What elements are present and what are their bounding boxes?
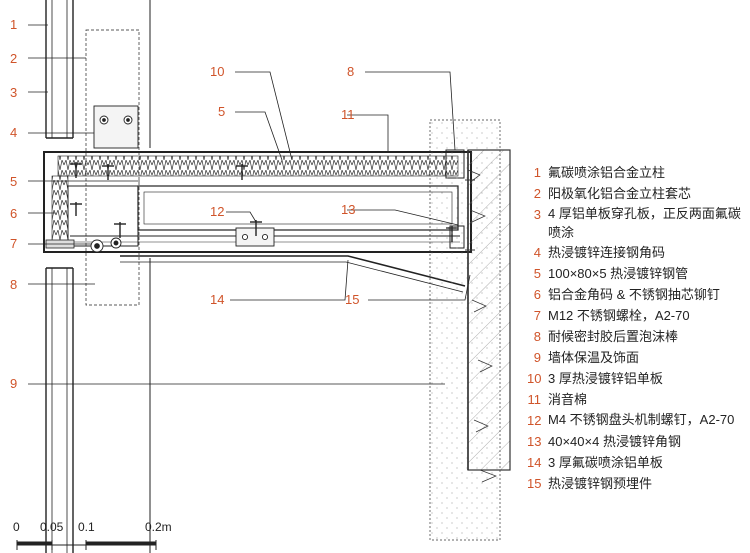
callout-7: 7 (10, 236, 17, 251)
legend-num: 4 (533, 245, 541, 260)
callout-2: 2 (10, 51, 17, 66)
legend-num: 13 (527, 434, 542, 449)
bracket-plate (235, 220, 275, 247)
scale-label-01: 0.1 (78, 520, 95, 534)
legend-item: 4 热浸镀锌连接钢角码 (527, 242, 747, 263)
callout-15: 15 (345, 292, 359, 307)
legend-item: 9 墙体保温及饰面 (527, 347, 747, 368)
legend-text: 3 厚氟碳喷涂铝单板 (548, 455, 663, 470)
callout-8b: 8 (347, 64, 354, 79)
legend-num: 10 (527, 371, 542, 386)
scale-label-005: 0.05 (40, 520, 64, 534)
legend-item: 8 耐候密封胶后置泡沫棒 (527, 326, 747, 347)
legend-item: 6 铝合金角码 & 不锈钢抽芯铆钉 (527, 284, 747, 305)
legend-num: 5 (533, 266, 541, 281)
legend: 1 氟碳喷涂铝合金立柱 2 阳极氧化铝合金立柱套芯 3 4 厚铝单板穿孔板，正反两面氟… (527, 162, 747, 494)
bolt-assembly (90, 237, 122, 253)
top-screws (70, 162, 458, 242)
legend-text: 墙体保温及饰面 (548, 350, 640, 365)
legend-item: 3 4 厚铝单板穿孔板，正反两面氟碳喷涂 (527, 204, 747, 242)
legend-text: 消音棉 (548, 392, 588, 407)
legend-num: 14 (527, 455, 542, 470)
legend-item: 12 M4 不锈钢盘头机制螺钉，A2-70 (527, 410, 747, 431)
legend-text: 100×80×5 热浸镀锌钢管 (548, 266, 689, 281)
legend-text: 热浸镀锌钢预埋件 (548, 476, 653, 491)
legend-num: 7 (533, 308, 541, 323)
legend-item: 14 3 厚氟碳喷涂铝单板 (527, 452, 747, 473)
callout-10: 10 (210, 64, 224, 79)
leader-lines (28, 24, 471, 385)
callout-4: 4 (10, 125, 17, 140)
callout-13: 13 (341, 202, 355, 217)
callout-5b: 5 (218, 104, 225, 119)
legend-text: 3 厚热浸镀锌铝单板 (548, 371, 663, 386)
legend-num: 1 (533, 165, 541, 180)
callout-14: 14 (210, 292, 224, 307)
legend-text: 4 厚铝单板穿孔板，正反两面氟碳喷涂 (548, 206, 741, 240)
scale-bar (16, 540, 157, 550)
callout-5: 5 (10, 174, 17, 189)
bottom-panel (120, 255, 466, 293)
wall-section (429, 119, 511, 541)
legend-num: 3 (533, 207, 541, 222)
callout-6: 6 (10, 206, 17, 221)
callout-11: 11 (341, 107, 355, 122)
legend-text: 热浸镀锌连接钢角码 (548, 245, 666, 260)
legend-item: 2 阳极氧化铝合金立柱套芯 (527, 183, 747, 204)
legend-item: 7 M12 不锈钢螺栓，A2-70 (527, 305, 747, 326)
callout-3: 3 (10, 85, 17, 100)
legend-num: 8 (533, 329, 541, 344)
fin-assembly (43, 149, 472, 253)
legend-item: 11 消音棉 (527, 389, 747, 410)
legend-num: 11 (527, 392, 542, 407)
callout-12: 12 (210, 204, 224, 219)
legend-num: 6 (533, 287, 541, 302)
legend-num: 12 (527, 413, 542, 428)
legend-item: 13 40×40×4 热浸镀锌角钢 (527, 431, 747, 452)
legend-num: 15 (527, 476, 542, 491)
legend-text: 阳极氧化铝合金立柱套芯 (548, 186, 692, 201)
scale-label-0: 0 (13, 520, 20, 534)
legend-text: 40×40×4 热浸镀锌角钢 (548, 434, 681, 449)
scale-label-02m: 0.2m (145, 520, 172, 534)
callout-9: 9 (10, 376, 17, 391)
steel-angle-plate (93, 105, 139, 149)
legend-num: 2 (533, 186, 541, 201)
legend-text: M4 不锈钢盘头机制螺钉，A2-70 (548, 412, 735, 427)
aluminum-column (45, 0, 151, 553)
legend-item: 15 热浸镀锌钢预埋件 (527, 473, 747, 494)
legend-item: 1 氟碳喷涂铝合金立柱 (527, 162, 747, 183)
legend-text: 耐候密封胶后置泡沫棒 (548, 329, 679, 344)
callout-1: 1 (10, 17, 17, 32)
legend-text: M12 不锈钢螺栓，A2-70 (548, 308, 690, 323)
legend-item: 5 100×80×5 热浸镀锌钢管 (527, 263, 747, 284)
legend-text: 铝合金角码 & 不锈钢抽芯铆钉 (548, 287, 720, 302)
legend-num: 9 (533, 350, 541, 365)
callout-8: 8 (10, 277, 17, 292)
legend-item: 10 3 厚热浸镀锌铝单板 (527, 368, 747, 389)
legend-text: 氟碳喷涂铝合金立柱 (548, 165, 666, 180)
